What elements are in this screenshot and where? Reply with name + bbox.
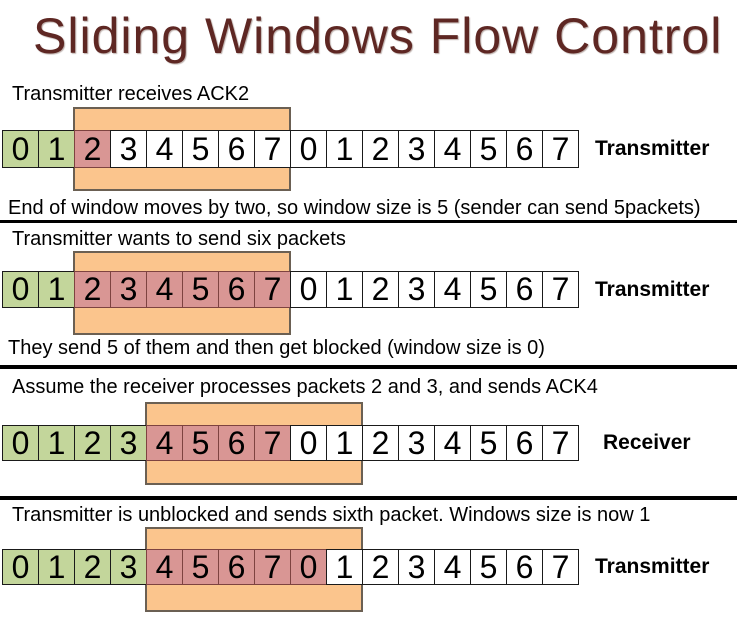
sequence-cell: 5 — [182, 271, 219, 308]
sequence-cell: 0 — [290, 425, 327, 461]
section-caption: Transmitter receives ACK2 — [12, 83, 250, 105]
section-divider — [0, 496, 737, 500]
sequence-cell: 1 — [326, 271, 363, 308]
sequence-cell: 5 — [470, 549, 507, 585]
sequence-cell: 0 — [290, 130, 327, 168]
sequence-cell: 1 — [38, 271, 75, 308]
side-label: Receiver — [603, 431, 691, 454]
sequence-cell: 6 — [218, 549, 255, 585]
sequence-cell: 3 — [110, 425, 147, 461]
sequence-cell: 1 — [326, 425, 363, 461]
sequence-cell: 7 — [542, 271, 579, 308]
section-caption: Assume the receiver processes packets 2 … — [12, 376, 598, 398]
sequence-cell: 0 — [2, 271, 39, 308]
sequence-cell: 7 — [542, 130, 579, 168]
sequence-cell: 4 — [146, 271, 183, 308]
sequence-cell: 4 — [146, 130, 183, 168]
sequence-cell: 7 — [542, 549, 579, 585]
sequence-cell: 6 — [218, 425, 255, 461]
section-footer-note: They send 5 of them and then get blocked… — [8, 337, 545, 359]
sequence-cell: 3 — [110, 549, 147, 585]
sequence-cell: 6 — [506, 130, 543, 168]
sequence-cell: 2 — [74, 425, 111, 461]
sequence-cell: 0 — [2, 549, 39, 585]
sequence-cell: 2 — [362, 549, 399, 585]
sequence-cell: 2 — [362, 130, 399, 168]
sequence-cell: 5 — [470, 130, 507, 168]
sequence-cell: 7 — [254, 425, 291, 461]
sequence-cell: 6 — [506, 425, 543, 461]
sequence-cell: 4 — [434, 549, 471, 585]
sequence-cell: 7 — [542, 425, 579, 461]
sequence-cell: 3 — [398, 425, 435, 461]
sequence-cell: 2 — [74, 271, 111, 308]
sequence-cell: 4 — [434, 425, 471, 461]
sequence-cell: 5 — [182, 549, 219, 585]
sequence-cell: 0 — [290, 271, 327, 308]
sequence-cell: 1 — [38, 425, 75, 461]
section-divider — [0, 220, 737, 223]
section-divider — [0, 365, 737, 369]
sequence-cell: 5 — [182, 130, 219, 168]
sequence-cell: 6 — [218, 130, 255, 168]
sequence-cell: 0 — [2, 425, 39, 461]
sequence-cell: 5 — [470, 271, 507, 308]
sequence-cell: 1 — [38, 130, 75, 168]
sequence-cell: 3 — [398, 549, 435, 585]
sequence-cell: 6 — [506, 549, 543, 585]
sequence-cell: 7 — [254, 549, 291, 585]
sequence-cell: 4 — [434, 271, 471, 308]
sequence-cell: 7 — [254, 271, 291, 308]
sequence-cell: 3 — [110, 130, 147, 168]
sequence-cell: 7 — [254, 130, 291, 168]
sequence-cell: 2 — [74, 549, 111, 585]
sequence-cell: 4 — [146, 425, 183, 461]
sequence-cell: 4 — [434, 130, 471, 168]
sequence-cell: 0 — [290, 549, 327, 585]
sequence-cell: 5 — [470, 425, 507, 461]
sequence-cell: 6 — [218, 271, 255, 308]
section-caption: Transmitter is unblocked and sends sixth… — [12, 504, 651, 526]
sequence-cell: 1 — [326, 130, 363, 168]
sequence-cell: 1 — [38, 549, 75, 585]
section-caption: Transmitter wants to send six packets — [12, 228, 346, 250]
sequence-cell: 0 — [2, 130, 39, 168]
sequence-cell: 3 — [110, 271, 147, 308]
sequence-cell: 6 — [506, 271, 543, 308]
sequence-cell: 4 — [146, 549, 183, 585]
side-label: Transmitter — [595, 277, 710, 301]
sequence-cell: 2 — [362, 271, 399, 308]
sequence-cell: 3 — [398, 271, 435, 308]
side-label: Transmitter — [595, 137, 710, 160]
sequence-cell: 5 — [182, 425, 219, 461]
slide-title: Sliding Windows Flow Control — [33, 8, 723, 64]
sequence-cell: 2 — [362, 425, 399, 461]
side-label: Transmitter — [595, 555, 710, 578]
sequence-cell: 1 — [326, 549, 363, 585]
section-footer-note: End of window moves by two, so window si… — [8, 197, 701, 219]
sequence-cell: 3 — [398, 130, 435, 168]
sequence-cell: 2 — [74, 130, 111, 168]
